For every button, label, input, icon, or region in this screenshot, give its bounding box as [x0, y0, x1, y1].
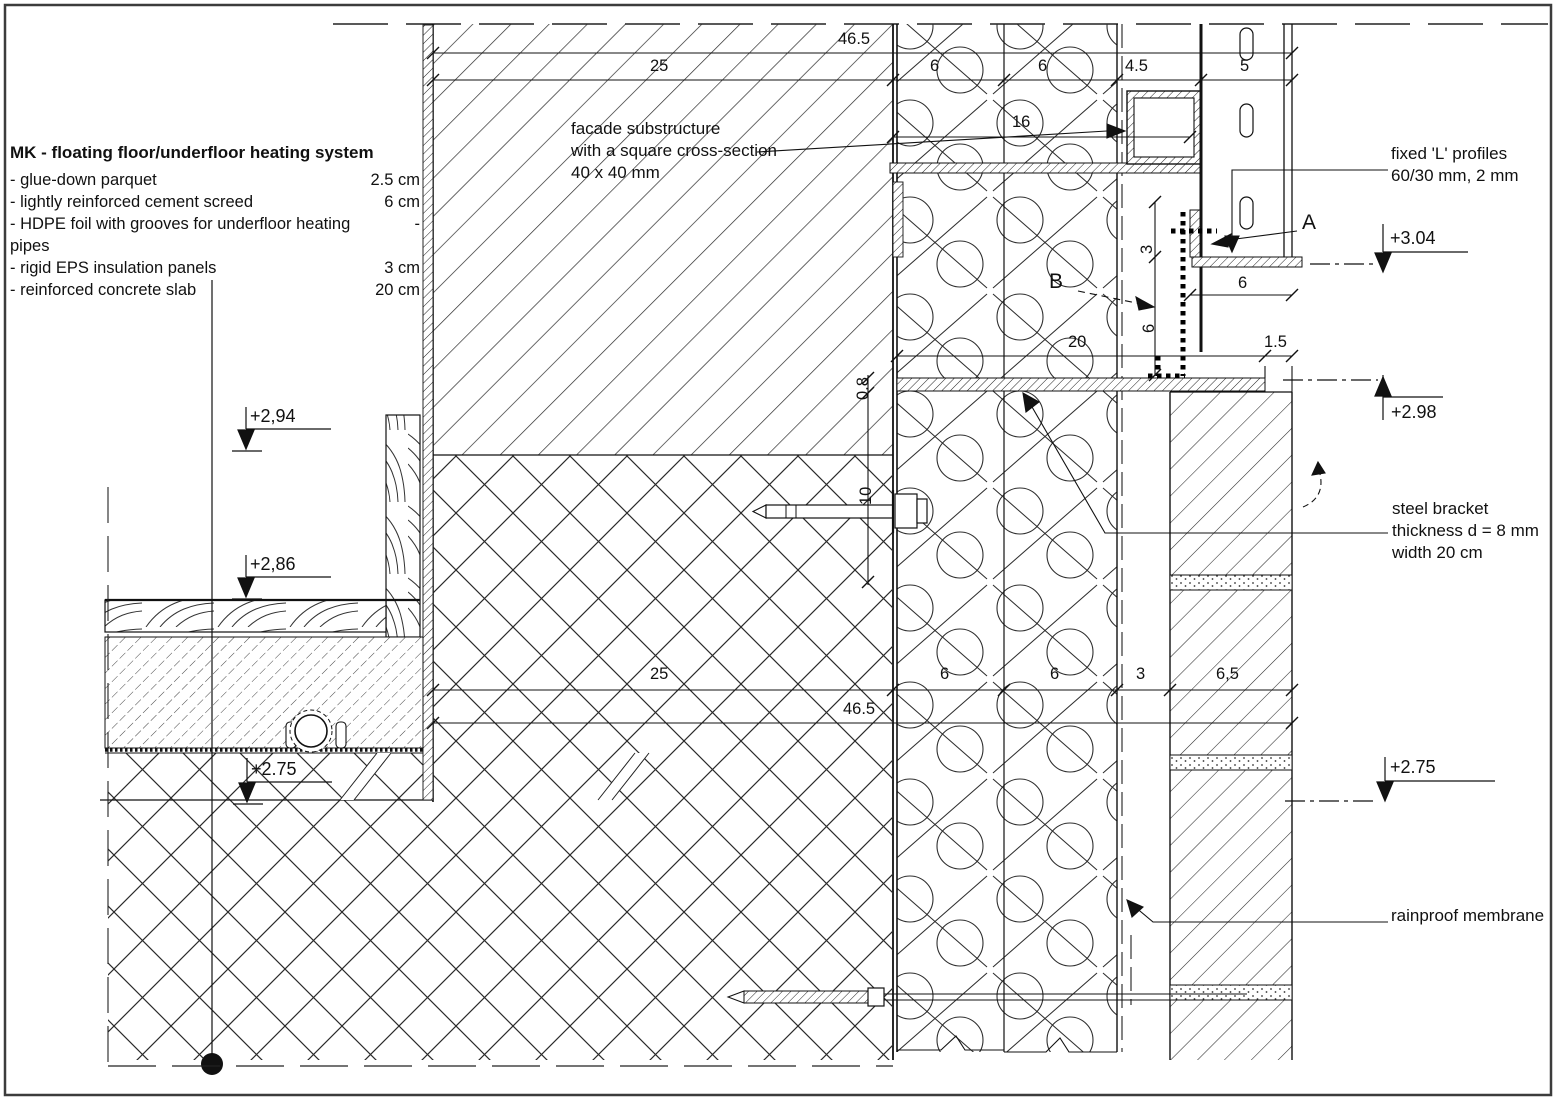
dim-bracket-width: 20	[1068, 333, 1087, 351]
facade-substructure-note-line2: with a square cross-section	[571, 141, 777, 160]
dim-top-wall: 25	[650, 57, 669, 75]
dimension-lines	[426, 46, 1299, 730]
dim-mid-total: 46.5	[843, 700, 876, 718]
steel-bracket-plate	[896, 377, 1266, 392]
rainproof-membrane-note: rainproof membrane	[1391, 906, 1545, 925]
elevation-left-294: +2,94	[250, 406, 296, 426]
legend-item-label: - rigid EPS insulation panels	[10, 259, 217, 277]
facade-screw	[726, 987, 1247, 1007]
fixed-l-profiles-note-line2: 60/30 mm, 2 mm	[1391, 166, 1519, 185]
steel-bracket-note-line1: steel bracket	[1392, 499, 1489, 518]
legend-row: - reinforced concrete slab 20 cm	[10, 279, 420, 301]
edge-insulation-strip	[422, 24, 434, 801]
slot-hole	[1239, 196, 1254, 230]
brick-facade	[1169, 391, 1293, 1060]
dim-v-upper: 3	[1138, 244, 1156, 254]
elevation-markers	[232, 224, 1495, 805]
square-tube-profile	[1126, 90, 1202, 165]
dim-plate-thickness: 0.8	[854, 377, 872, 400]
elevation-left-275: +2.75	[251, 759, 297, 779]
dim-leg: 6	[1238, 274, 1248, 292]
leader-lines	[756, 123, 1388, 923]
elevation-right-298: +2.98	[1391, 402, 1437, 422]
facade-substructure-note-line3: 40 x 40 mm	[571, 163, 660, 182]
legend-item-label: - HDPE foil with grooves for underfloor …	[10, 215, 351, 255]
dim-mid-gap: 3	[1136, 665, 1146, 683]
dim-mid-wall: 25	[650, 665, 669, 683]
insulation-columns	[896, 24, 1118, 1053]
legend-row: - glue-down parquet 2.5 cm	[10, 169, 420, 191]
steel-bracket-note-line2: thickness d = 8 mm	[1392, 521, 1539, 540]
slot-hole	[1239, 27, 1254, 61]
legend-item-value: 2.5 cm	[370, 171, 420, 189]
elevation-right-304: +3.04	[1390, 228, 1436, 248]
reference-point	[201, 1053, 223, 1075]
legend-item-value: 3 cm	[384, 259, 420, 277]
dim-top-ins2: 6	[1038, 57, 1048, 75]
dim-top-ins1: 6	[930, 57, 940, 75]
legend-item-label: - reinforced concrete slab	[10, 281, 197, 299]
dim-mid-ins2: 6	[1050, 665, 1060, 683]
legend-item-value: 20 cm	[375, 281, 420, 299]
detail-label-b: B	[1049, 270, 1064, 293]
legend-item-label: - glue-down parquet	[10, 171, 157, 189]
steel-bracket-note-line3: width 20 cm	[1392, 543, 1483, 562]
l-profile-assembly	[1189, 24, 1303, 268]
dim-v-lower: 6	[1140, 323, 1158, 333]
floor-assembly	[104, 414, 424, 753]
hidden-steel-bracket	[1148, 212, 1217, 379]
dim-mid-brick: 6,5	[1216, 665, 1239, 683]
dim-brick-edge: 1.5	[1264, 333, 1287, 351]
dim-top-gap: 4.5	[1125, 57, 1148, 75]
legend-block: MK - floating floor/underfloor heating s…	[10, 143, 420, 301]
legend-item-label: - lightly reinforced cement screed	[10, 193, 254, 211]
legend-row: - HDPE foil with grooves for underfloor …	[10, 213, 420, 257]
rainproof-membrane-line	[1121, 24, 1132, 1052]
heating-pipe	[285, 709, 347, 753]
elevation-right-275: +2.75	[1390, 757, 1436, 777]
dim-mid-ins1: 6	[940, 665, 950, 683]
mortar-joints	[1169, 574, 1293, 1001]
elevation-left-286: +2,86	[250, 554, 296, 574]
legend-title: MK - floating floor/underfloor heating s…	[10, 143, 374, 162]
detail-label-a: A	[1302, 211, 1317, 234]
level-lines	[1283, 263, 1378, 802]
dim-top-profile: 5	[1240, 57, 1250, 75]
concrete-slab-region	[100, 455, 893, 1060]
facade-substructure-note-line1: facade substructure	[571, 119, 721, 138]
legend-row: - rigid EPS insulation panels 3 cm	[10, 257, 420, 279]
page-border	[3, 3, 1553, 1097]
dim-tube-offset: 16	[1012, 113, 1031, 131]
dim-top-total: 46.5	[838, 30, 871, 48]
anchor-bolt	[751, 490, 928, 533]
dim-anchor-offset: 10	[857, 486, 875, 505]
legend-item-value: 6 cm	[384, 193, 420, 211]
legend-item-value: -	[414, 215, 421, 233]
fixed-l-profiles-note-line1: fixed 'L' profiles	[1391, 144, 1508, 163]
legend-row: - lightly reinforced cement screed 6 cm	[10, 191, 420, 213]
slot-hole	[1239, 103, 1254, 138]
